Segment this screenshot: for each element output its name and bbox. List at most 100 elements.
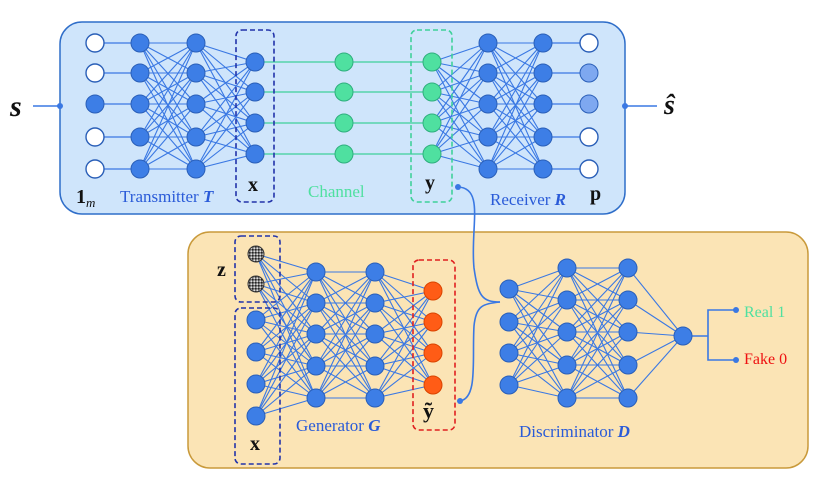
disc-hidden-edge xyxy=(508,299,568,386)
p-label: p xyxy=(590,183,601,205)
rx-output-node xyxy=(579,159,599,179)
disc-input-node xyxy=(499,375,519,395)
gen-output-edge xyxy=(374,290,434,399)
tx-input-node xyxy=(85,33,105,53)
rx-input-edge xyxy=(431,42,489,63)
tx-output-edge xyxy=(195,61,256,74)
generator-label: Generator G xyxy=(296,416,381,435)
disc-input-node xyxy=(499,343,519,363)
tx-hidden-edge xyxy=(139,136,197,170)
rx-hidden-node xyxy=(478,63,498,83)
noise-node-2 xyxy=(247,275,265,293)
rx-hidden-node xyxy=(478,127,498,147)
channel-node xyxy=(334,82,354,102)
disc-hidden-edge xyxy=(566,331,629,399)
gen-hidden-node xyxy=(306,356,326,376)
rx-input-edge xyxy=(431,42,489,155)
input-dot xyxy=(57,103,63,109)
gen-hidden-edge xyxy=(315,271,376,399)
rx-output-node xyxy=(579,63,599,83)
connectors xyxy=(33,103,739,404)
disc-hidden-edge xyxy=(566,267,629,399)
disc-hidden-edge xyxy=(566,267,629,301)
disc-output-edge xyxy=(627,299,684,337)
gen-input-edge xyxy=(255,271,317,385)
y-tilde-group-box xyxy=(412,259,456,431)
rx-hidden-edge xyxy=(487,103,544,170)
output-symbol-s-hat: ŝ xyxy=(663,90,676,121)
gen-input-edge xyxy=(255,253,317,273)
gen-hidden-node xyxy=(306,324,326,344)
y-connector-dot xyxy=(455,184,461,190)
rx-input-edge xyxy=(431,103,489,155)
real-label: Real 1 xyxy=(744,304,785,321)
disc-output-edge xyxy=(627,335,684,399)
gen-hidden-edge xyxy=(315,365,376,399)
channel-node xyxy=(334,52,354,72)
rx-output-node xyxy=(579,94,599,114)
gen-input-edge xyxy=(255,271,317,285)
gen-input-edge xyxy=(255,271,317,321)
tx-output-edge xyxy=(195,61,256,105)
disc-output-edge xyxy=(627,335,684,366)
tx-output-edge xyxy=(195,61,256,138)
disc-hidden-node xyxy=(618,322,638,342)
tx-hidden-node xyxy=(186,94,206,114)
channel-node xyxy=(334,113,354,133)
disc-hidden-node xyxy=(618,258,638,278)
rx-hidden-node xyxy=(533,94,553,114)
rx-hidden-edge xyxy=(487,42,544,105)
rx-hidden-edge xyxy=(487,42,544,138)
disc-hidden-edge xyxy=(508,267,568,386)
disc-hidden-edge xyxy=(566,299,629,399)
gen-hidden-edge xyxy=(315,333,376,399)
tx-hidden-node xyxy=(186,127,206,147)
tx-output-node xyxy=(245,82,265,102)
tx-output-edge xyxy=(195,91,256,170)
gen-hidden-edge xyxy=(315,302,376,399)
gen-output-edge xyxy=(374,321,434,399)
disc-hidden-edge xyxy=(508,267,568,290)
rx-hidden-node xyxy=(533,159,553,179)
tx-hidden-edge xyxy=(139,42,197,170)
noise-node-1 xyxy=(247,245,265,263)
disc-input-node xyxy=(499,279,519,299)
disc-hidden-edge xyxy=(508,321,568,366)
tx-output-edge xyxy=(195,42,256,63)
rx-hidden-node xyxy=(478,159,498,179)
disc-input-node xyxy=(499,312,519,332)
gen-hidden-edge xyxy=(315,271,376,304)
gen-input-edge xyxy=(255,302,317,417)
disc-hidden-node xyxy=(618,388,638,408)
disc-hidden-node xyxy=(557,388,577,408)
rx-input-edge xyxy=(431,136,489,155)
gen-hidden-node xyxy=(306,388,326,408)
tx-hidden-node xyxy=(130,33,150,53)
tx-hidden-edge xyxy=(139,42,197,105)
gen-input-edge xyxy=(255,283,317,399)
disc-hidden-edge xyxy=(508,384,568,399)
rx-hidden-edge xyxy=(487,136,544,170)
tx-hidden-node xyxy=(130,63,150,83)
tx-input-node xyxy=(85,94,105,114)
channel-node xyxy=(334,144,354,164)
disc-hidden-node xyxy=(557,258,577,278)
gan-panel xyxy=(187,231,809,469)
rx-hidden-edge xyxy=(487,72,544,170)
y-label: y xyxy=(425,172,435,194)
discriminator-label: Discriminator D xyxy=(519,422,630,441)
rx-hidden-edge xyxy=(487,42,544,74)
disc-output-node xyxy=(673,326,693,346)
gen-hidden-node xyxy=(306,293,326,313)
rx-hidden-node xyxy=(478,33,498,53)
rx-input-edge xyxy=(431,122,489,138)
disc-hidden-edge xyxy=(566,267,629,333)
gen-hidden-node xyxy=(365,388,385,408)
rx-input-edge xyxy=(431,91,489,138)
gen-output-edge xyxy=(374,271,434,292)
z-group-box xyxy=(234,235,281,303)
tx-input-node xyxy=(85,159,105,179)
disc-hidden-edge xyxy=(508,267,568,354)
rx-hidden-node xyxy=(533,33,553,53)
